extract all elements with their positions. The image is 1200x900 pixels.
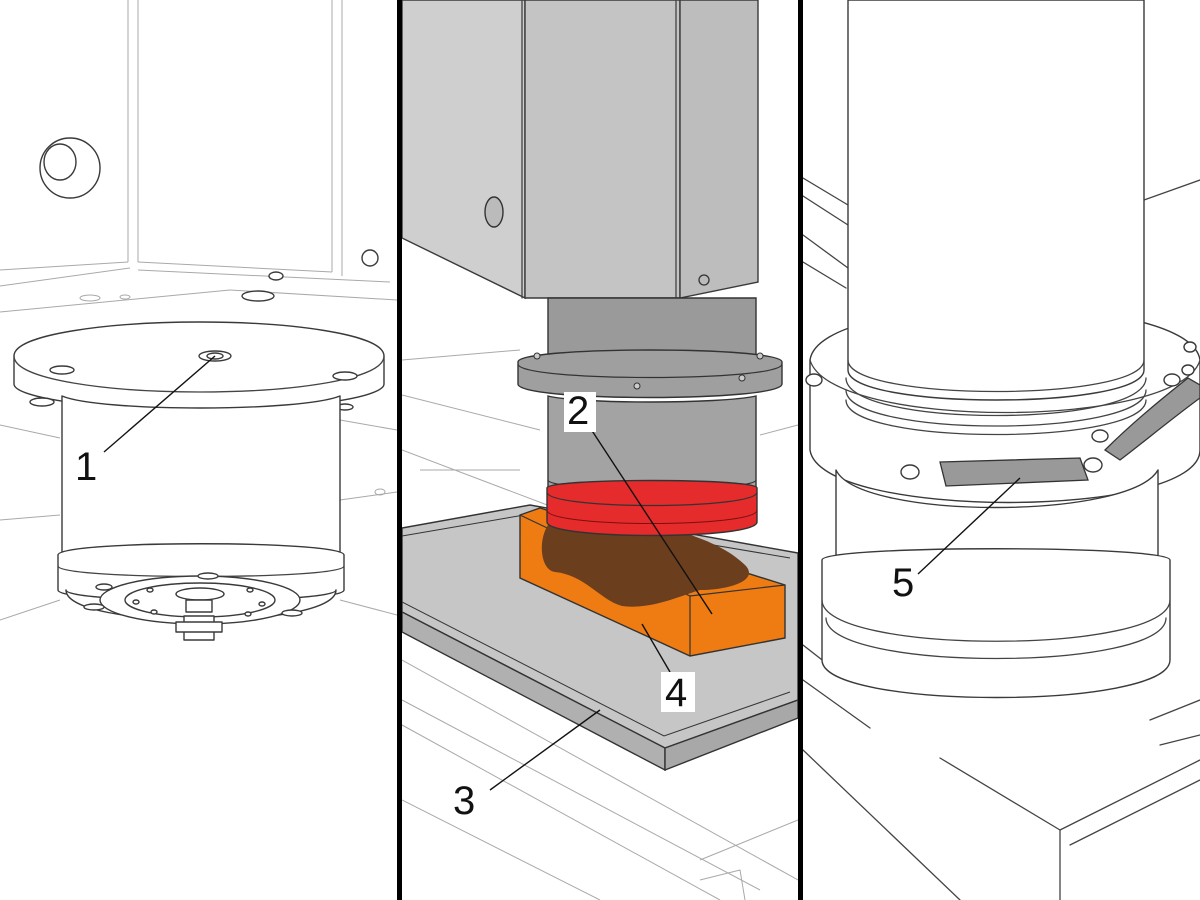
main-column — [845, 0, 1147, 436]
panel-divider-right — [798, 0, 803, 900]
machine-background-right — [803, 177, 1200, 900]
callout-label-1: 1 — [75, 445, 97, 489]
frame-hole — [241, 290, 275, 302]
spindle-flange-middle — [517, 349, 783, 399]
gray-pads — [939, 377, 1200, 487]
seal-ring — [546, 479, 758, 537]
wall-screw — [361, 249, 379, 267]
leader-line-1 — [103, 355, 216, 453]
callout-label-4: 4 — [665, 671, 687, 715]
gray-pad-side — [1103, 377, 1200, 461]
panel-left-spindle-underside: 1 — [0, 0, 397, 641]
contact-area — [541, 518, 749, 607]
leader-line-5 — [917, 477, 1021, 575]
workpiece-block — [519, 507, 786, 657]
callout-box-4 — [661, 672, 695, 712]
wall-knob — [39, 137, 101, 199]
gray-pad-front — [939, 457, 1089, 487]
callout-box-2 — [564, 392, 596, 432]
machine-frame-background — [0, 0, 397, 621]
leader-line-2 — [584, 419, 713, 615]
callout-label-3: 3 — [453, 779, 475, 823]
callout-label-5: 5 — [892, 561, 914, 605]
callout-label-2: 2 — [567, 389, 589, 433]
panel-divider-left — [397, 0, 402, 900]
leader-line-3 — [489, 709, 601, 791]
machine-table-background — [402, 349, 798, 900]
spindle-housing — [402, 0, 759, 300]
frame-screw — [268, 271, 284, 281]
drive-key — [175, 599, 223, 641]
leader-line-4 — [641, 623, 671, 673]
panel-middle-spindle-on-part: 2 4 3 — [402, 0, 798, 900]
panel-right-spindle-with-pads: 5 — [803, 0, 1200, 900]
lower-cylinder — [821, 469, 1171, 699]
spindle-flange — [13, 321, 385, 411]
mounting-holes — [805, 341, 1197, 480]
